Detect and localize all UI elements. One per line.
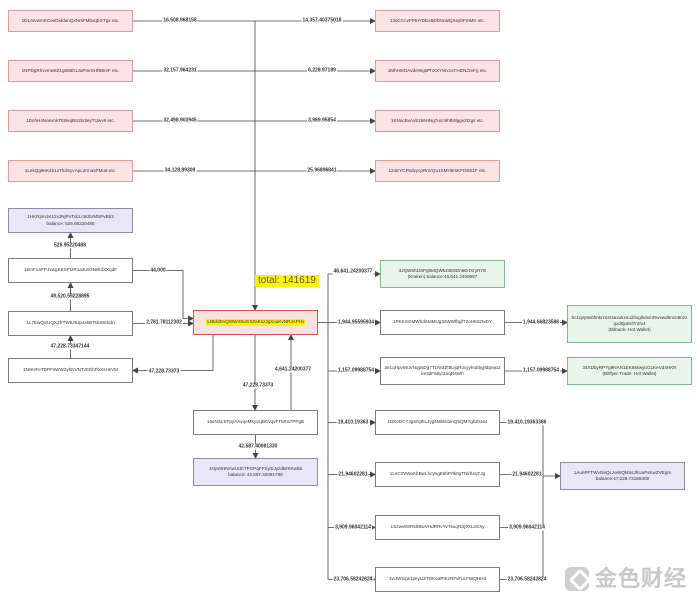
watermark-text: 金色财经 <box>595 566 688 591</box>
address-text: 1PKKSGMWbdSMMUg32WWfbgfT2oHK5ztxDY <box>393 319 492 325</box>
address-text: 3e1qHpvWuVNqpsDg7TLNr2Zt8UjqRocyyhobbyj6… <box>384 364 501 370</box>
address-text: 12oEYCF5dvycpRnVQu1SMH9mKFDEE1F etc. <box>388 167 487 173</box>
edge-amount-label: 3,909.96042114 <box>334 524 372 531</box>
address-node-lc: 1L7EwQSUQXZfrTW6J9Jp4xkBTsbS8ckdn <box>8 311 133 336</box>
edge-amount-label: 526.95220488 <box>53 242 87 249</box>
edge-amount-label: 46,641.24200377 <box>332 268 374 275</box>
address-text: 1NHHFeTDPFsWW2yhNVNTzEEhFbXsHsVM <box>23 367 118 373</box>
jinse-logo-icon <box>565 567 589 591</box>
address-node-r4: 12oEYCF5dvycpRnVQu1SMH9mKFDEE1F etc. <box>375 160 500 182</box>
address-text: 1JBddDvQWWX9oGXZaKkzJgXeaKvNRJAPHx <box>205 319 306 326</box>
address-node-c: 1JBddDvQWWX9oGXZaKkzJgXeaKvNRJAPHx <box>193 310 318 335</box>
edge-amount-label: 25.96896841 <box>306 167 338 174</box>
edge-amount-label: 14,357.40375018 <box>301 17 343 24</box>
address-text: ke3dF55yrZuqR4Wh <box>421 371 464 376</box>
address-node-r2: 1MhH9rDAvdeWg5PhXXYWx1sTHDNJzvFg etc. <box>375 60 500 82</box>
address-text: 1L7EwQSUQXZfrTW6J9Jp4xkBTsbS8ckdn <box>26 320 115 326</box>
address-node-m3: 3e1qHpvWuVNqpsDg7TLNr2Zt8UjqRocyyhobbyj6… <box>380 357 505 385</box>
address-node-r1: 13oCCcvFP5YrDExBDhNcwEjXeybFmMK etc. <box>375 10 500 32</box>
address-text: 1LekQg9eK4b1xThdSyvApL2rmasPMu8 etc. <box>24 167 117 173</box>
address-text: (Bitbank- Hot Wallet) <box>608 327 651 333</box>
address-text: 1NPDgRhxvmw8Z1g6kBh1JaPmrSHfB8rvF etc. <box>21 67 120 73</box>
address-node-r3: 1KNucBvAx5159HNg7ucc9hBr8ggv2t2gs etc. <box>375 110 500 132</box>
address-text: 1KNucBvAx5159HNg7ucc9hBr8ggv2t2gs etc. <box>390 117 485 123</box>
edge-amount-label: 6,228.97189 <box>307 67 337 74</box>
address-node-g1: 1DKeDCTJgSNjthLJyg4Mbtsi1inQ5QMYgbZsHi4 <box>375 410 500 435</box>
edge-amount-label: 21.94602281 <box>337 471 369 478</box>
edge-amount-label: 1,157.09988754 <box>336 367 376 374</box>
address-text: 1AunPFTWvGeQLzeWQNSsJhUuPsKwZVEgm <box>573 469 672 475</box>
edge-amount-label: 47,228.73373 <box>147 368 181 375</box>
edge-amount-label: 19,410.19363 <box>336 419 370 426</box>
address-text: balance: 526.95220488 <box>46 220 95 226</box>
address-text: qxd6jutlsl7r4fv4 <box>613 320 646 326</box>
address-text: (Bitflyer Trade- Hot Wallet) <box>602 371 657 376</box>
address-text: 1HKRpm1K12xJNjPnTdcLc8dSrMSPvBb2 <box>27 214 114 220</box>
address-text: 1MhH9rDAvdeWg5PhXXYWx1sTHDNJzvFg etc. <box>387 67 488 73</box>
edge-amount-label: 21.94602281 <box>511 471 543 478</box>
edge-amount-label: 47,228.73373 <box>241 382 275 389</box>
edge-rail <box>318 322 329 580</box>
address-node-f2: 34XDbyRPYg9NAN1EK8skwyoG1KeVd4HKR(Bitfly… <box>567 357 692 385</box>
edge-amount-label: 16,508.968158 <box>162 17 198 24</box>
address-node-b1: 16eNSLEFpyAAvqeMkyvLjBCvqvFTkRS7PPgB <box>193 410 318 435</box>
edge-c-ld <box>132 335 214 374</box>
address-text: bc1qvy9s0fmkrzs3r4axukxnu2hxglkdxmRwxwd9… <box>571 314 688 320</box>
address-node-l4: 1LekQg9eK4b1xThdSyvApL2rmasPMu8 etc. <box>8 160 133 182</box>
address-text: 1DnhH4NasvnkTEBvqBS2tx3eyTtJwv9 etc. <box>26 117 115 123</box>
edge-amount-label: 1,944.66823586 <box>521 319 561 326</box>
address-text: 1D1AtvwmKCeeDiddonQxNrkFMbvqbGTgx etc. <box>21 17 120 23</box>
edge-amount-label: 47,228.73347144 <box>49 343 91 350</box>
address-text: 16eNSLEFpyAAvqeMkyvLjBCvqvFTkRS7PPgB <box>206 419 305 425</box>
address-node-m1: 3JQW6h1t6Pg5MQWk23E8Dn6ErtXryRYE(Kraken)… <box>380 260 505 288</box>
address-node-la: 16mF1SFPJxwgKKSFt2R1a2uS3NrEdXXqdF <box>8 258 133 283</box>
watermark: 金色财经 <box>565 567 687 591</box>
edge-amount-label: 2,781.78112302 <box>145 319 183 326</box>
edge-amount-label: 32,498.903945 <box>162 117 198 124</box>
edge-amount-label: 23,706.58242824 <box>332 576 374 583</box>
edge-amount-label: 4,641.24200377 <box>273 366 313 373</box>
edge-amount-label: 49,520.59228895 <box>49 293 91 300</box>
address-text: 34XDbyRPYg9NAN1EK8skwyoG1KeVd4HKR <box>582 364 677 370</box>
edge-amount-label: 19,410.19363386 <box>506 419 548 426</box>
address-node-l3: 1DnhH4NasvnkTEBvqBS2tx3eyTtJwv9 etc. <box>8 110 133 132</box>
address-text: 1Nyv8HNAwUdC7PGPqFFSy3iJyzdBrKKw5b <box>208 465 303 471</box>
edge-la-c <box>133 270 194 322</box>
address-node-ld: 1NHHFeTDPFsWW2yhNVNTzEEhFbXsHsVM <box>8 358 133 383</box>
address-text: 13oCCcvFP5YrDExBDhNcwEjXeybFmMK etc. <box>389 17 486 23</box>
address-text: (Kraken) balance:46,641.2400967 <box>407 274 478 279</box>
address-text: balance:47,228.73155409 <box>595 476 650 481</box>
address-text: 1wJWGgs1peyUZTDKeaPtKcRFvFucFWQHHd <box>389 576 486 582</box>
edge-amount-label: 3,909.96042114 <box>508 524 546 531</box>
edge-amount-label: 23,706.58242824 <box>506 576 548 583</box>
edge-amount-label: 1,944.95595934 <box>336 319 376 326</box>
edge-amount-label: 42,587.40081330 <box>237 443 279 450</box>
edge-amount-label: 3,989.95854 <box>307 117 337 124</box>
edge-amount-label: 32,157.964231 <box>162 67 198 74</box>
address-node-g2: 1LsC3VWeKbBwLhcyngE5hPrtk9gTNkfUsjTJg <box>375 462 500 487</box>
address-node-m2: 1PKKSGMWbdSMMUg32WWfbgfT2oHK5ztxDY <box>380 310 505 335</box>
address-text: 16mF1SFPJxwgKKSFt2R1a2uS3NrEdXXqdF <box>23 267 118 273</box>
address-node-f1: bc1qvy9s0fmkrzs3r4axukxnu2hxglkdxmRwxwd9… <box>567 305 692 343</box>
address-node-g4: 1wJWGgs1peyUZTDKeaPtKcRFvFucFWQHHd <box>375 567 500 592</box>
address-node-g3: 1S2wv8SR5hBwVHdRRvYvTkuqNSj9XLoSXy <box>375 515 500 540</box>
address-text: 3JQW6h1t6Pg5MQWk23E8Dn6ErtXryRYE <box>398 267 487 273</box>
edge-amount-label: 44,000 <box>149 267 167 274</box>
address-node-l2: 1NPDgRhxvmw8Z1g6kBh1JaPmrSHfB8rvF etc. <box>8 60 133 82</box>
edge-amount-label: 1,157.09988754 <box>521 367 561 374</box>
address-text: 1DKeDCTJgSNjthLJyg4Mbtsi1inQ5QMYgbZsHi4 <box>387 419 488 425</box>
address-text: 1S2wv8SR5hBwVHdRRvYvTkuqNSj9XLoSXy <box>390 524 485 530</box>
total-label: total: 141619 <box>255 275 319 287</box>
address-node-l1: 1D1AtvwmKCeeDiddonQxNrkFMbvqbGTgx etc. <box>8 10 133 32</box>
address-text: 1LsC3VWeKbBwLhcyngE5hPrtk9gTNkfUsjTJg <box>389 471 486 477</box>
edge-amount-label: 34,128.89309 <box>163 167 197 174</box>
address-text: balance: 42,587.40081799 <box>228 472 283 477</box>
